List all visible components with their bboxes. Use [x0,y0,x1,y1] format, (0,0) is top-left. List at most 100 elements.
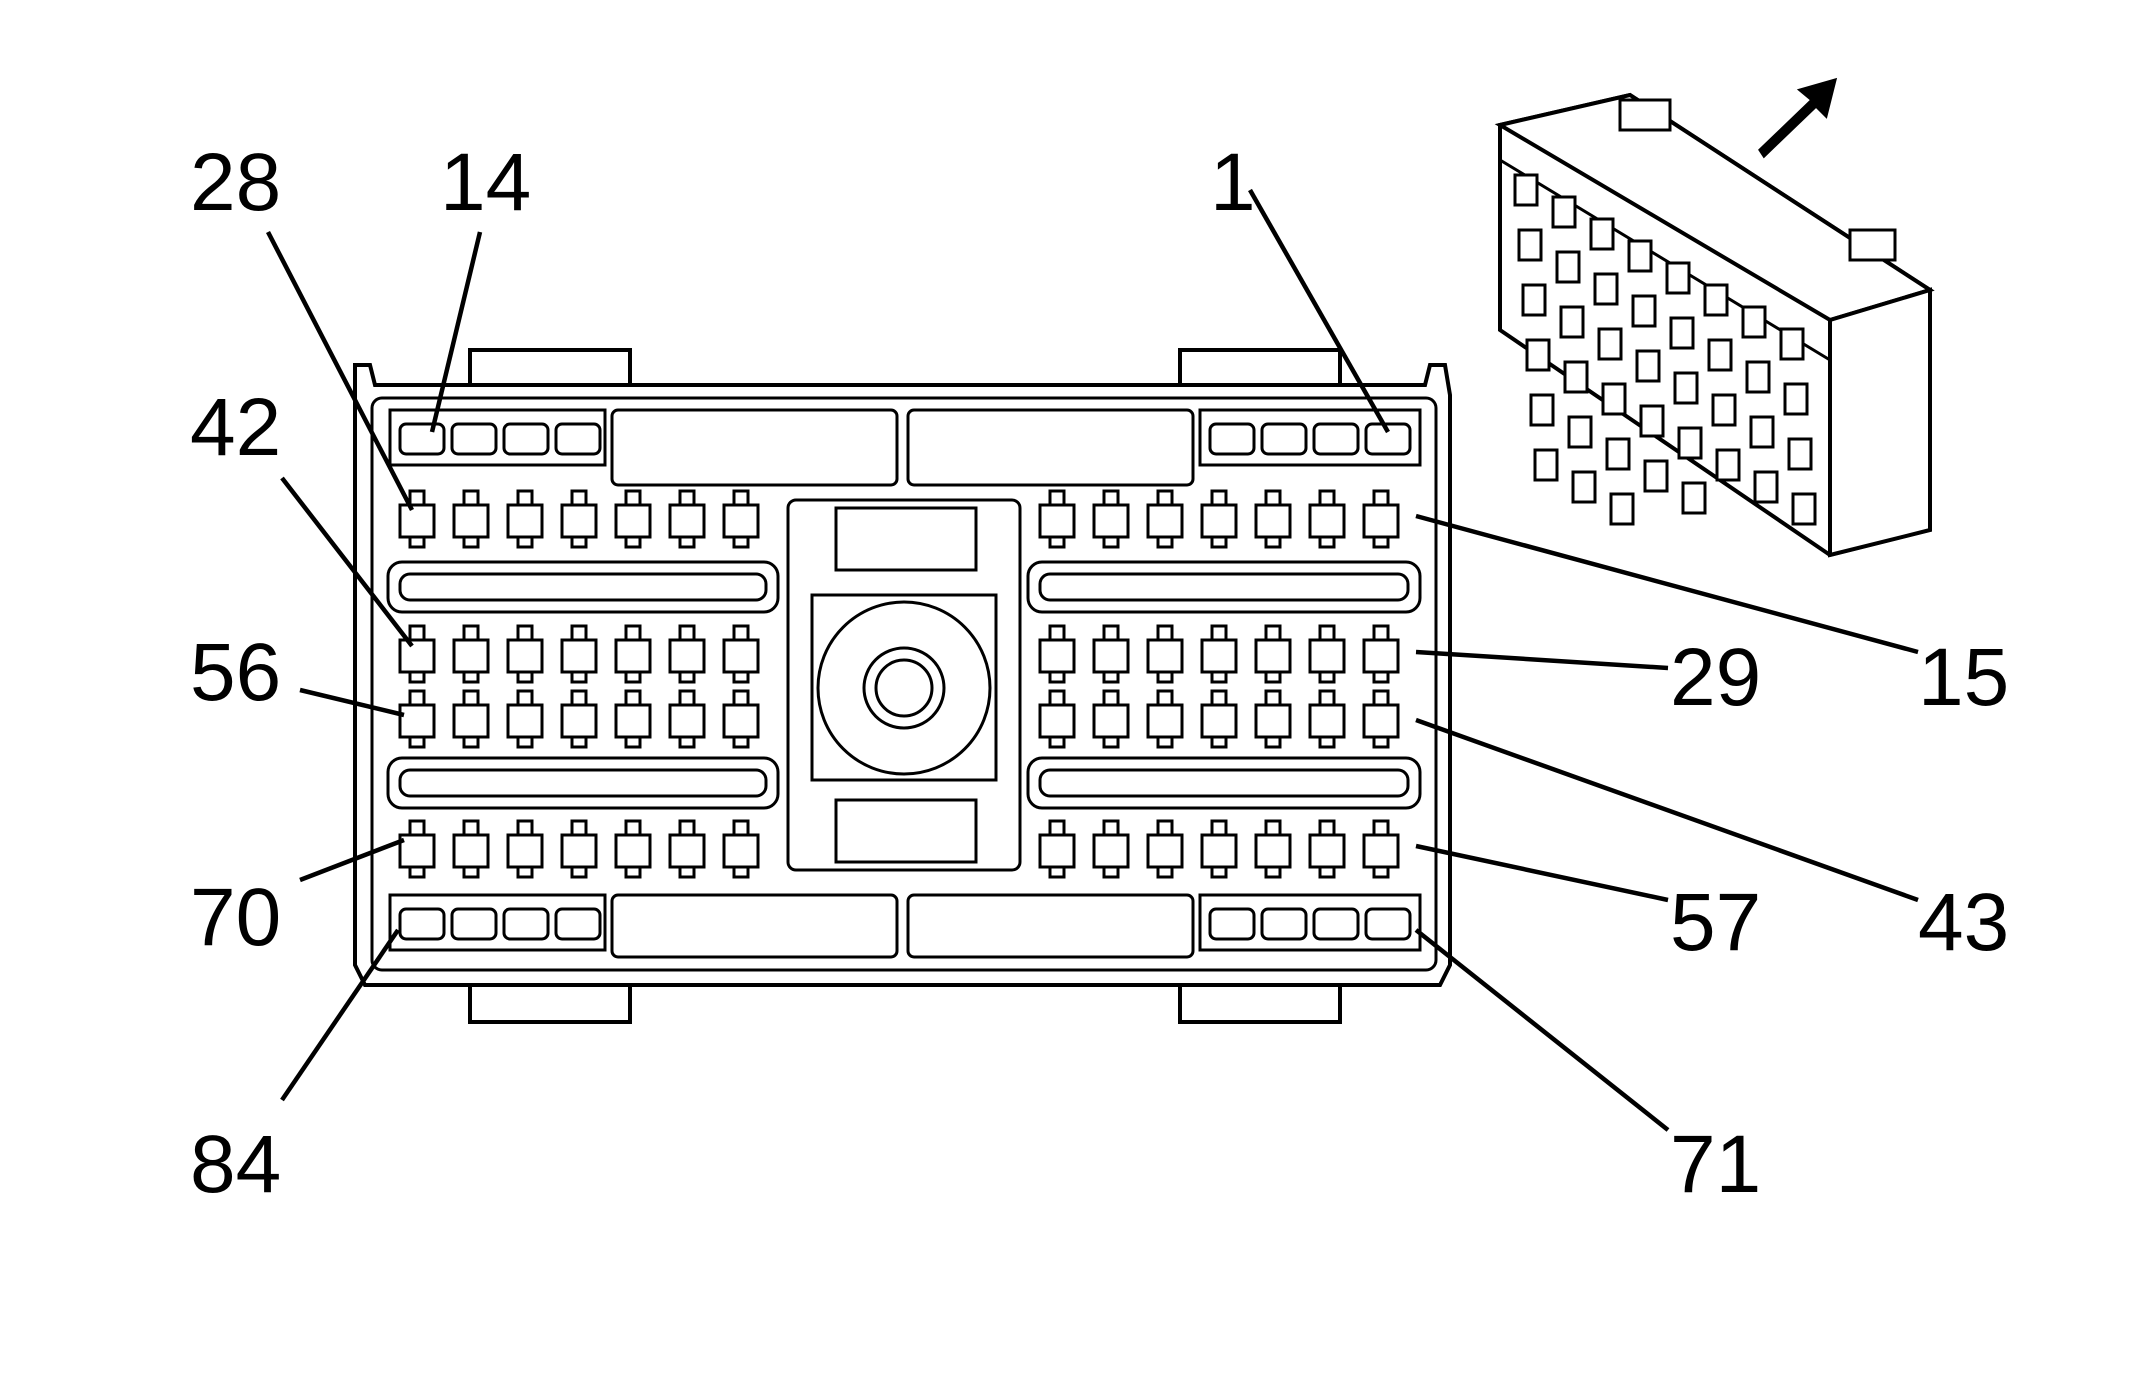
terminal-cavity [452,689,490,749]
blade-terminal [1208,422,1256,456]
blade-terminal [450,422,498,456]
blade-terminal [1260,907,1308,941]
pin-label-1: 1 [1210,137,1256,228]
terminal-cavity [1092,819,1130,879]
terminal-cavity [1254,689,1292,749]
terminal-cavity [614,624,652,684]
terminal-cavity [1254,489,1292,549]
terminal-cavity [1146,689,1184,749]
pin-label-15: 15 [1918,632,2009,723]
blade-terminal [554,422,602,456]
iso-cavity [1513,173,1539,207]
blade-terminal [398,422,446,456]
blade-terminal [554,907,602,941]
pin-label-70: 70 [190,872,281,963]
terminal-cavity [1254,624,1292,684]
iso-cavity [1601,382,1627,416]
terminal-cavity [398,689,436,749]
iso-cavity [1791,492,1817,526]
iso-cavity [1529,393,1555,427]
terminal-cavity [398,489,436,549]
iso-cavity [1783,382,1809,416]
terminal-cavity [722,689,760,749]
iso-cavity [1593,272,1619,306]
terminal-cavity [668,819,706,879]
pin-label-28: 28 [190,137,281,228]
terminal-cavity [1308,489,1346,549]
pin-labels: 28 14 1 42 56 70 84 15 29 43 57 71 [190,137,2009,1210]
iso-cavity [1533,448,1559,482]
direction-arrow-icon [1758,77,1838,159]
pin-label-71: 71 [1670,1119,1761,1210]
terminal-cavity [452,624,490,684]
terminal-cavity [1308,624,1346,684]
terminal-cavity [1146,624,1184,684]
terminal-cavity [1038,689,1076,749]
iso-cavity [1521,283,1547,317]
blade-terminal [1260,422,1308,456]
terminal-cavity [506,489,544,549]
iso-cavity [1745,360,1771,394]
iso-cavity [1563,360,1589,394]
leader-lines [266,188,1919,1132]
connector-3d-view [1494,77,1935,558]
blade-terminal [502,907,550,941]
iso-cavity [1643,459,1669,493]
terminal-cavity [722,489,760,549]
iso-cavity [1571,470,1597,504]
terminal-cavity [560,689,598,749]
terminal-cavity [452,819,490,879]
iso-cavity [1753,470,1779,504]
iso-cavity [1787,437,1813,471]
terminal-cavity [722,624,760,684]
terminal-cavity [614,489,652,549]
iso-cavity [1669,316,1695,350]
blade-terminal [450,907,498,941]
terminal-cavity [560,819,598,879]
terminal-cavity [1146,489,1184,549]
terminal-cavity [1092,689,1130,749]
blade-terminal [1312,422,1360,456]
iso-cavity [1525,338,1551,372]
iso-cavity [1639,404,1665,438]
terminal-cavity [506,624,544,684]
pin-label-29: 29 [1670,632,1761,723]
terminal-cavity [1200,819,1238,879]
connector-face [353,348,1452,1024]
terminal-cavity [1038,489,1076,549]
pin-label-14: 14 [440,137,531,228]
terminal-cavity [1200,489,1238,549]
terminal-cavity [1308,819,1346,879]
iso-cavity [1627,239,1653,273]
terminal-cavity [506,689,544,749]
iso-cavity [1517,228,1543,262]
terminal-cavity [1362,489,1400,549]
iso-cavity [1711,393,1737,427]
terminal-cavity [722,819,760,879]
iso-cavity [1707,338,1733,372]
terminal-cavity [398,624,436,684]
blade-terminal [398,907,446,941]
pin-label-57: 57 [1670,877,1761,968]
terminal-cavity [668,624,706,684]
terminal-cavity [560,624,598,684]
blade-terminal [1364,422,1412,456]
pin-label-43: 43 [1918,877,2009,968]
terminal-cavity [1092,624,1130,684]
iso-cavity [1673,371,1699,405]
pin-label-84: 84 [190,1119,281,1210]
iso-cavity [1555,250,1581,284]
iso-cavity [1589,217,1615,251]
terminal-cavities [398,422,1412,941]
terminal-cavity [1146,819,1184,879]
terminal-cavity [668,689,706,749]
iso-cavity [1567,415,1593,449]
blade-terminal [1208,907,1256,941]
terminal-cavity [614,819,652,879]
iso-cavity [1703,283,1729,317]
iso-cavity [1605,437,1631,471]
terminal-cavity [1200,624,1238,684]
iso-cavity [1741,305,1767,339]
terminal-cavity [1038,819,1076,879]
